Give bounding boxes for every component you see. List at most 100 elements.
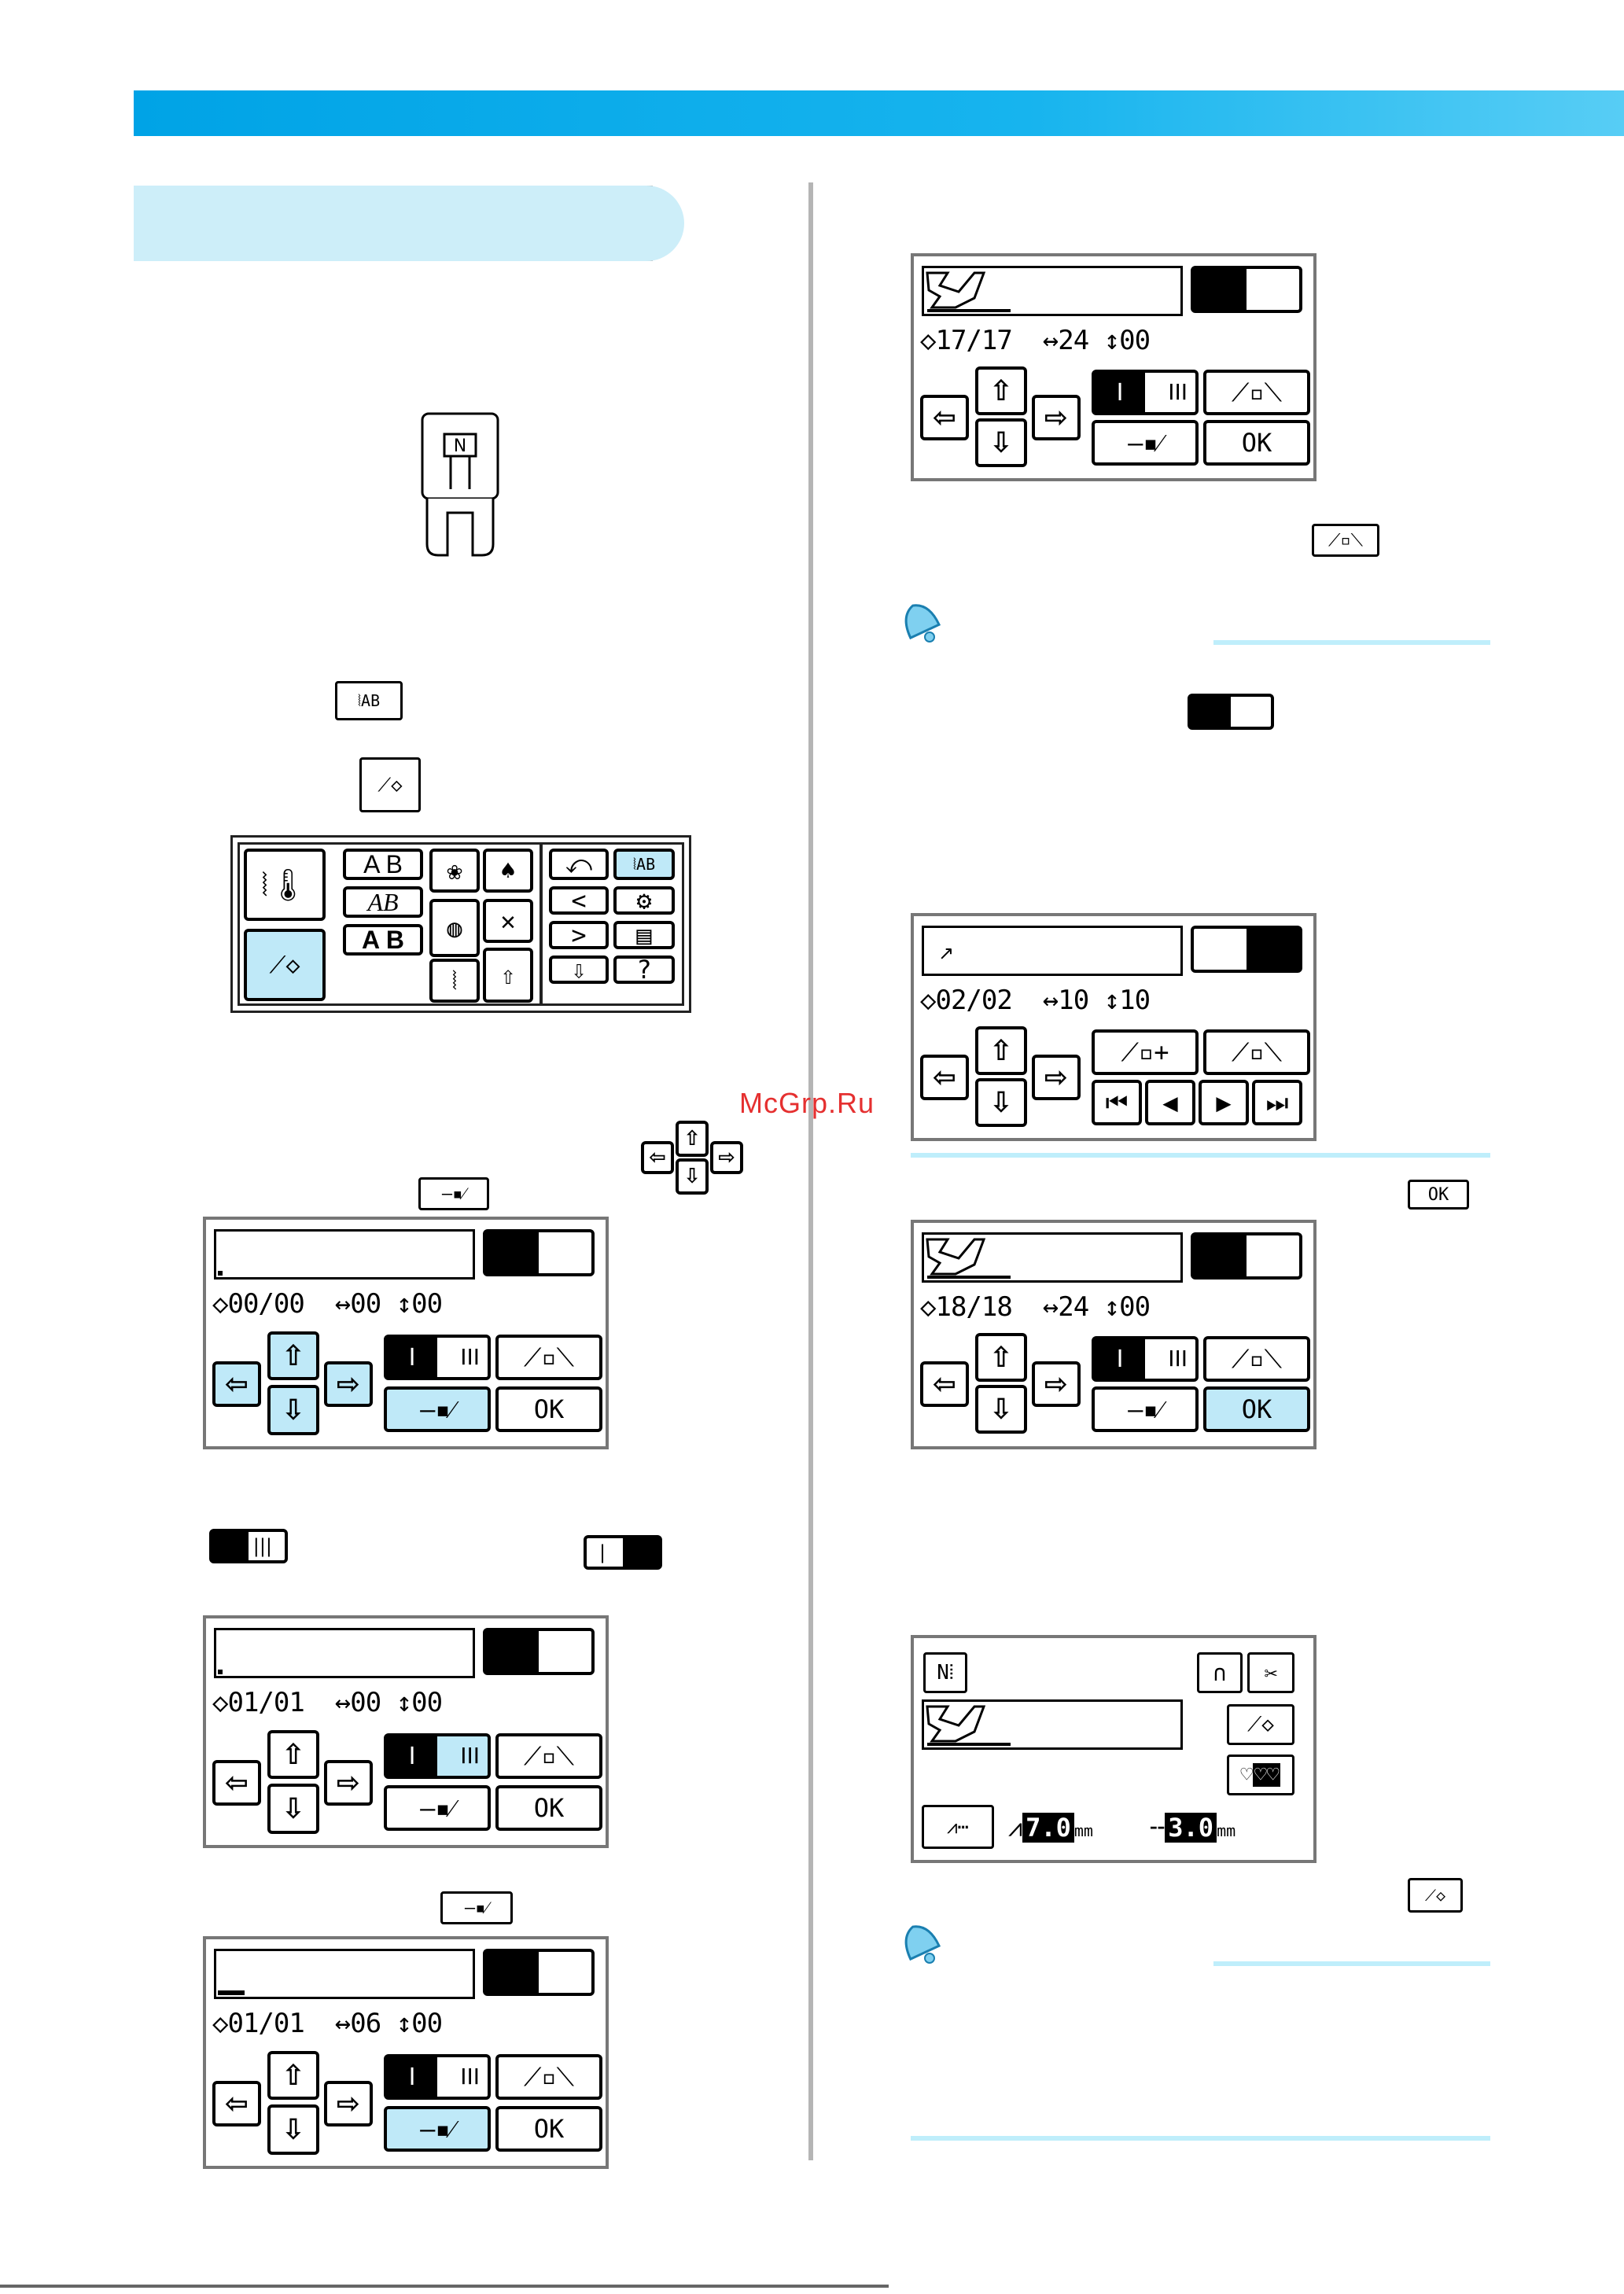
- left-arrow-button[interactable]: ⇦: [212, 1760, 261, 1806]
- up-arrow-button[interactable]: ⇧: [267, 1730, 319, 1779]
- stitch-preview: ↗: [922, 926, 1183, 976]
- font-block-key[interactable]: A B: [343, 849, 423, 880]
- ok-button[interactable]: OK: [495, 2106, 602, 2152]
- insert-button[interactable]: ⟋▫⟍: [495, 2054, 602, 2100]
- set-point-icon[interactable]: —▪⁄: [440, 1891, 513, 1924]
- presser-foot-n-icon: N: [421, 412, 499, 557]
- up-arrow-button[interactable]: ⇧: [975, 1026, 1027, 1075]
- my-custom-stitch-icon[interactable]: ⟋◇: [359, 757, 421, 812]
- right-arrow-button[interactable]: ⇨: [324, 1760, 373, 1806]
- decor-stitch-key[interactable]: ⦚: [429, 959, 480, 1003]
- insert-point-icon[interactable]: ⟋▫⟍: [1312, 524, 1379, 557]
- down-arrow-button[interactable]: ⇩: [267, 1784, 319, 1834]
- manual-key[interactable]: ▤: [613, 920, 675, 950]
- down-arrow-button[interactable]: ⇩: [267, 2104, 319, 2155]
- left-arrow-button[interactable]: ⇦: [920, 395, 969, 440]
- view-toggle[interactable]: [1191, 926, 1302, 973]
- right-arrow-button[interactable]: ⇨: [324, 2081, 373, 2126]
- left-arrow-button[interactable]: ⇦: [212, 1361, 261, 1407]
- view-toggle-icon: [1188, 694, 1274, 730]
- svg-text:N: N: [454, 436, 466, 456]
- single-repeat-icon[interactable]: ♡♡♡: [1227, 1755, 1294, 1795]
- font-script-key[interactable]: AB: [343, 886, 423, 918]
- stitch-preview: [214, 1229, 475, 1280]
- bell-memo-icon: [904, 604, 941, 643]
- right-arrow-button[interactable]: ⇨: [1032, 1361, 1081, 1407]
- retrieve-key[interactable]: ⇩: [549, 955, 609, 985]
- needle-mode-icon[interactable]: N⦙: [923, 1652, 967, 1693]
- reverse-stitch-icon[interactable]: ∩: [1197, 1652, 1243, 1693]
- edit-stitch-icon[interactable]: ⟋◇: [1227, 1704, 1294, 1745]
- character-key[interactable]: ⦚AB: [613, 849, 675, 880]
- right-arrow-button[interactable]: ⇨: [1032, 395, 1081, 440]
- ok-button[interactable]: OK: [1203, 1386, 1310, 1432]
- cross-stitch-key[interactable]: ✕: [483, 899, 533, 943]
- point-readout: ◇02/02 ↔10 ↕10: [920, 985, 1151, 1016]
- down-arrow-button[interactable]: ⇩: [975, 418, 1027, 467]
- ok-button[interactable]: OK: [1203, 420, 1310, 466]
- insert-button[interactable]: ⟋▫⟍: [1203, 1336, 1310, 1382]
- stitch-preview: [922, 266, 1183, 316]
- next-page-key[interactable]: >: [549, 920, 609, 950]
- ok-button[interactable]: OK: [495, 1785, 602, 1831]
- decor-satin-key[interactable]: ⇧: [483, 948, 533, 1003]
- point-readout: ◇18/18 ↔24 ↕00: [920, 1291, 1151, 1323]
- view-toggle[interactable]: [1191, 266, 1302, 313]
- memo-rule: [1213, 1961, 1490, 1966]
- set-button[interactable]: —▪⁄: [384, 2106, 491, 2152]
- character-decorative-stitch-icon[interactable]: ⦚AB: [335, 681, 403, 720]
- view-toggle[interactable]: [1191, 1232, 1302, 1280]
- set-button[interactable]: —▪⁄: [384, 1386, 491, 1432]
- font-outline-key[interactable]: A B: [343, 924, 423, 956]
- stitch-preview: [922, 1699, 1183, 1750]
- ok-icon[interactable]: OK: [1408, 1180, 1469, 1210]
- floral-key[interactable]: ❀: [429, 849, 480, 893]
- settings-key[interactable]: ⚙: [613, 886, 675, 915]
- add-point-button[interactable]: ⟋▫+: [1092, 1029, 1199, 1075]
- delete-point-button[interactable]: ⟋▫⟍: [1203, 1029, 1310, 1075]
- prev-point-button[interactable]: ◀: [1145, 1080, 1195, 1125]
- left-arrow-button[interactable]: ⇦: [212, 2081, 261, 2126]
- up-arrow-button[interactable]: ⇧: [267, 2051, 319, 2100]
- insert-button[interactable]: ⟋▫⟍: [495, 1335, 602, 1380]
- thread-cutter-icon[interactable]: ✂: [1247, 1652, 1294, 1693]
- view-toggle[interactable]: [483, 1229, 595, 1276]
- left-arrow-button[interactable]: ⇦: [920, 1361, 969, 1407]
- down-arrow-button[interactable]: ⇩: [975, 1385, 1027, 1434]
- view-toggle[interactable]: [483, 1949, 595, 1996]
- right-arrow-button[interactable]: ⇨: [1032, 1055, 1081, 1100]
- set-point-icon[interactable]: —▪⁄: [418, 1177, 489, 1210]
- stitch-setting-icon[interactable]: ⩘⋯: [922, 1805, 994, 1849]
- down-arrow-button[interactable]: ⇩: [267, 1385, 319, 1435]
- back-key[interactable]: ⤺: [549, 849, 609, 880]
- oval-key[interactable]: ◍: [429, 899, 480, 957]
- my-custom-stitch-key[interactable]: ⟋◇: [244, 929, 326, 1001]
- first-point-button[interactable]: ⏮: [1092, 1080, 1142, 1125]
- set-button[interactable]: —▪⁄: [384, 1785, 491, 1831]
- view-toggle[interactable]: [483, 1628, 595, 1675]
- utility-stitch-key[interactable]: ⦚🌡: [244, 849, 326, 921]
- down-arrow-button[interactable]: ⇩: [975, 1078, 1027, 1127]
- help-key[interactable]: ?: [613, 955, 675, 985]
- up-arrow-button[interactable]: ⇧: [975, 1333, 1027, 1382]
- last-point-button[interactable]: ⏭: [1252, 1080, 1302, 1125]
- right-arrow-button[interactable]: ⇨: [324, 1361, 373, 1407]
- edit-stitch-icon[interactable]: ⟋◇: [1408, 1878, 1463, 1913]
- up-arrow-button[interactable]: ⇧: [267, 1331, 319, 1380]
- insert-button[interactable]: ⟋▫⟍: [495, 1733, 602, 1779]
- insert-button[interactable]: ⟋▫⟍: [1203, 370, 1310, 415]
- set-button[interactable]: —▪⁄: [1092, 1386, 1199, 1432]
- prev-page-key[interactable]: <: [549, 886, 609, 915]
- left-arrow-button[interactable]: ⇦: [920, 1055, 969, 1100]
- satin-key[interactable]: ♠: [483, 849, 533, 893]
- ok-button[interactable]: OK: [495, 1386, 602, 1432]
- next-point-button[interactable]: ▶: [1199, 1080, 1249, 1125]
- set-button[interactable]: —▪⁄: [1092, 420, 1199, 466]
- up-arrow-button[interactable]: ⇧: [975, 366, 1027, 415]
